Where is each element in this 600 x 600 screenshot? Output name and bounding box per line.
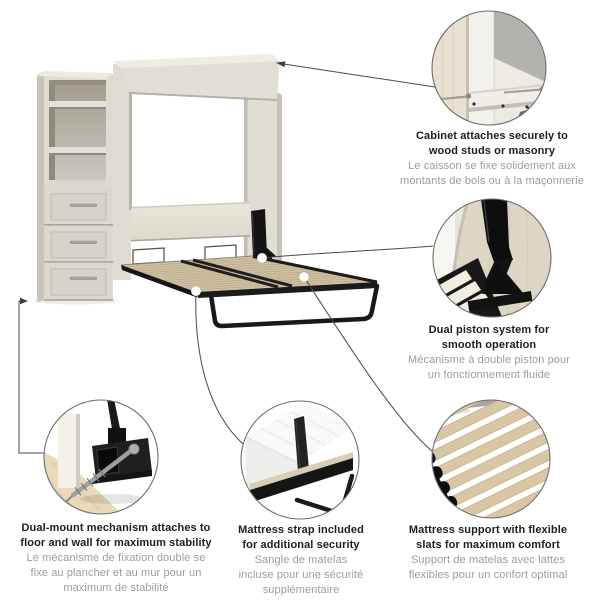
inset-circle-mattress-strap [240,400,360,520]
arrow-icon [276,61,286,68]
callout-en-label: Mattress support with flexible slats for… [408,524,568,551]
callout-text-slat-support: Mattress support with flexible slats for… [378,523,598,583]
bed-cabinet [113,54,282,280]
callout-dots [190,252,310,297]
callout-dot [190,285,202,297]
drawer-stack [44,187,113,301]
bed-rail [250,458,353,502]
leader-line-cabinet-attachment [282,63,436,88]
bed-platform [120,255,380,329]
mattress-strap-band [294,416,309,472]
center-rail [180,259,279,289]
leader-line-dual-mount [18,300,44,454]
inset-circle-dual-piston [432,198,552,318]
callout-fr-label: Sangle de matelas incluse pour une sécur… [238,554,364,596]
piston-arm [467,199,533,311]
lag-screw [65,443,140,503]
callout-text-mattress-strap: Mattress strap included for additional s… [191,523,411,598]
shelf-board [49,101,106,107]
callout-fr-label: Mécanisme à double piston pour un foncti… [408,354,570,381]
mount-bracket [92,438,152,484]
callout-text-dual-piston: Dual piston system for smooth operation … [379,323,599,383]
murphy-bed-product [34,54,380,329]
callout-en-label: Dual piston system for smooth operation [428,324,550,351]
lag-screw [503,88,542,94]
headboard-panel [131,202,250,241]
baseboard [58,414,76,488]
callout-en-label: Dual-mount mechanism attaches to floor a… [20,522,212,549]
callout-en-label: Cabinet attaches securely to wood studs … [416,130,568,157]
cabinet-left-panel [113,64,131,280]
inset-circle-cabinet-attachment [431,10,547,126]
callout-fr-label: Support de matelas avec lattes flexibles… [408,554,568,581]
lag-screw [440,95,469,101]
inset-circle-slat-support [431,399,551,519]
flexible-slats [432,400,550,518]
leader-line-mattress-strap [195,290,244,445]
leg-handle-bar [208,283,380,329]
shelf-interior [49,80,106,187]
cabinet-top-bridge [113,54,280,68]
callout-text-cabinet-attachment: Cabinet attaches securely to wood studs … [382,129,600,189]
callout-dot [298,271,310,283]
callout-en-label: Mattress strap included for additional s… [238,524,364,551]
callout-fr-label: Le mécanisme de fixation double se fixe … [26,552,206,594]
leader-line-dual-piston [261,245,434,259]
callout-text-dual-mount: Dual-mount mechanism attaches to floor a… [6,521,226,596]
callout-fr-label: Le caisson se fixe solidement aux montan… [400,160,584,187]
callout-dot [256,252,268,264]
drawer-handle [69,240,98,244]
inset-circle-dual-mount [43,399,159,515]
shelf-board [49,147,106,153]
arrow-icon [20,297,28,305]
center-rail [192,258,293,288]
drawer-handle [69,203,98,207]
pier-cabinet [37,71,113,302]
drawer-handle [69,276,98,280]
leader-line-slat-support [303,276,434,453]
